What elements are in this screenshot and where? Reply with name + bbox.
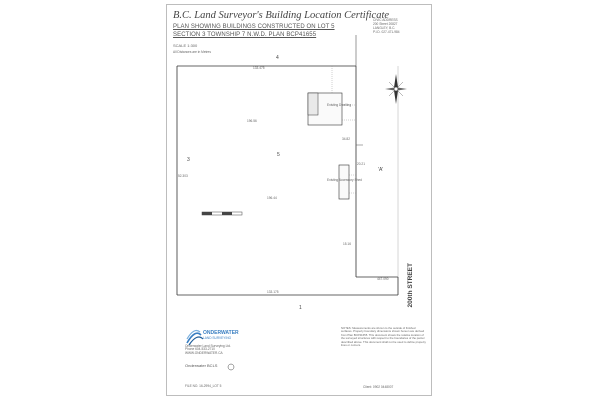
civic-address-line-2: 200 Street 20827 <box>373 22 398 26</box>
lot-5-label: 5 <box>277 152 280 158</box>
file-number: FILE NO. 16-2994_LOT 5 <box>185 384 222 388</box>
east-mid-dimension: 20.21 <box>357 162 365 166</box>
company-name: ONDERWATER <box>203 330 239 336</box>
civic-address-line-3: LANGLEY, B.C. <box>373 26 396 30</box>
south-dimension: 133.175 <box>267 290 279 294</box>
lot-3-label: 3 <box>187 157 190 163</box>
survey-notes: NOTES: Measurements are shown to the out… <box>341 326 426 348</box>
shed-label: Existing Accessory Shed <box>327 178 362 182</box>
survey-plan-drawing <box>176 35 407 371</box>
street-name-label: 200th STREET <box>407 263 414 308</box>
scale-label: SCALE 1:300 <box>173 43 198 48</box>
west-dimension: 52.303 <box>178 174 188 178</box>
surveyor-signature: Onderwater BCLS <box>185 363 218 368</box>
plan-description-line-1: PLAN SHOWING BUILDINGS CONSTRUCTED ON LO… <box>173 24 335 30</box>
plan-description-line-2: SECTION 3 TOWNSHIP 7 N.W.D. PLAN BCP4165… <box>173 32 317 38</box>
company-tagline: LAND SURVEYING <box>203 336 232 340</box>
lot-4-label: 4 <box>276 55 279 61</box>
onderwater-logo-icon <box>186 329 204 346</box>
existing-accessory-shed <box>338 164 350 200</box>
lot-a-label: 'A' <box>378 167 384 173</box>
civic-address-line-1: CIVIC ADDRESS <box>373 18 398 22</box>
civic-address-line-4: P.I.D. 027-471-984 <box>373 30 400 34</box>
panhandle-dimension: 447.090 <box>377 277 389 281</box>
mid-lower-dimension: 196.44 <box>267 196 277 200</box>
units-note: All Distances are in Metres <box>173 50 211 54</box>
mid-dimension: 196.56 <box>247 119 257 123</box>
surveyor-seal-icon <box>227 363 235 371</box>
certificate-sheet: B.C. Land Surveyor's Building Location C… <box>166 4 432 396</box>
document-title: B.C. Land Surveyor's Building Location C… <box>173 10 390 21</box>
east-lower-dimension: 15.16 <box>343 242 351 246</box>
east-upper-dimension: 34.82 <box>342 137 350 141</box>
north-arrow-icon <box>385 74 407 104</box>
dwelling-label: Existing Dwelling <box>327 103 352 107</box>
north-dimension: 133.475 <box>253 66 265 70</box>
company-info: Onderwater Land Surveying Ltd. Phone 604… <box>185 344 231 355</box>
lot-1-label: 1 <box>299 305 302 311</box>
client-number: Client: 0902 0448007 <box>363 385 394 389</box>
